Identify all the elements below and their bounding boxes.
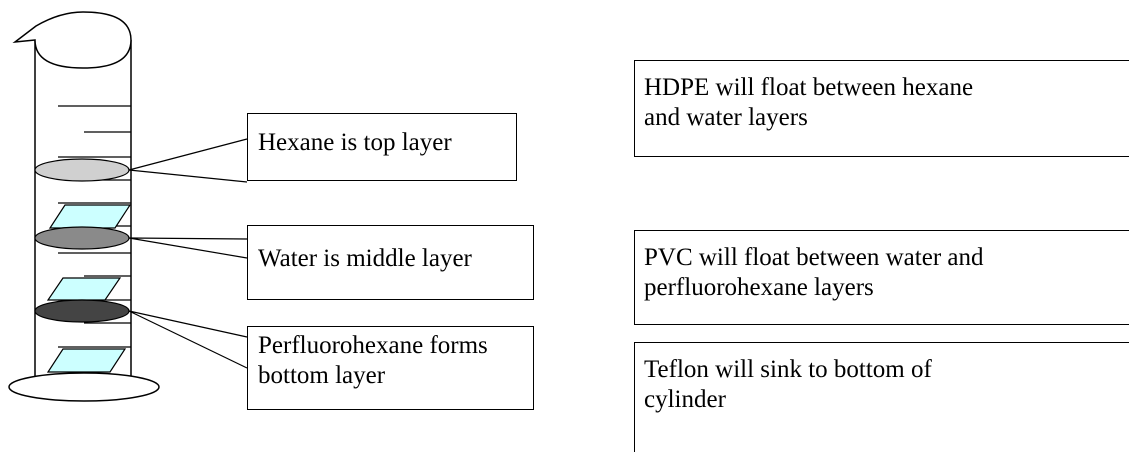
pvc-note: PVC will float between water and perfluo…	[634, 230, 1129, 325]
teflon-note: Teflon will sink to bottom of cylinder	[634, 342, 1129, 452]
water-callout-leader	[128, 237, 248, 259]
perfluorohexane-callout: Perfluorohexane forms bottom layer	[247, 326, 534, 410]
hexane-layer	[34, 158, 130, 182]
cylinder-base	[8, 372, 160, 402]
hexane-callout: Hexane is top layer	[247, 113, 517, 181]
teflon-piece	[46, 348, 127, 373]
graduated-cylinder-diagram	[8, 11, 248, 402]
pvc-piece	[46, 277, 122, 301]
hexane-callout-leader	[128, 138, 248, 183]
water-callout: Water is middle layer	[247, 225, 534, 300]
hdpe-note: HDPE will float between hexane and water…	[634, 60, 1129, 157]
hdpe-piece	[48, 204, 132, 229]
water-layer	[34, 226, 130, 250]
cylinder-rim-spout	[12, 11, 132, 69]
perfluorohexane-callout-leader	[128, 310, 248, 369]
perfluorohexane-layer	[34, 299, 130, 323]
